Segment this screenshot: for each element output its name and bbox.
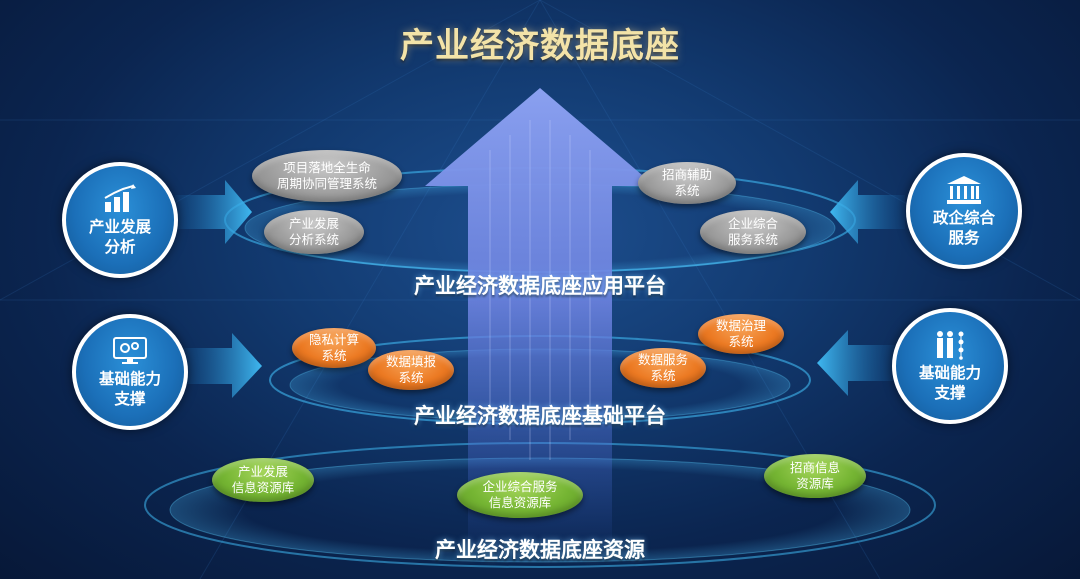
circle-label: 基础能力 支撑 xyxy=(98,369,161,408)
bubble-invest-db: 招商信息 资源库 xyxy=(764,454,866,498)
bubble-label: 招商辅助 系统 xyxy=(661,167,712,198)
circle-basic-support-left: 基础能力 支撑 xyxy=(72,314,188,430)
arrow-right-upper xyxy=(830,180,905,244)
gear-monitor-icon xyxy=(113,336,147,364)
bubble-label: 招商信息 资源库 xyxy=(789,460,840,491)
circle-label: 产业发展 分析 xyxy=(88,217,151,256)
government-building-icon xyxy=(947,175,981,204)
circle-gov-service: 政企综合 服务 xyxy=(906,153,1022,269)
page-title: 产业经济数据底座 xyxy=(400,26,680,66)
bubble-privacy-computing: 隐私计算 系统 xyxy=(292,328,376,368)
bubble-label: 产业发展 信息资源库 xyxy=(231,464,295,495)
bubble-enterprise-db: 企业综合服务 信息资源库 xyxy=(457,472,583,518)
central-up-arrow xyxy=(425,88,655,560)
bubble-invest-assist: 招商辅助 系统 xyxy=(638,162,736,204)
arrow-right-lower xyxy=(817,330,895,396)
circle-basic-support-right: 基础能力 支撑 xyxy=(892,308,1008,424)
basic-platform-label: 产业经济数据底座基础平台 xyxy=(414,404,666,428)
bubble-label: 数据治理 系统 xyxy=(715,318,766,349)
bubble-industry-analysis-system: 产业发展 分析系统 xyxy=(264,210,364,254)
resource-platform-label: 产业经济数据底座资源 xyxy=(435,538,645,562)
circle-industry-analysis: 产业发展 分析 xyxy=(62,162,178,278)
arrow-left-lower xyxy=(182,333,262,398)
bubble-label: 数据填报 系统 xyxy=(385,354,436,385)
circle-label: 基础能力 支撑 xyxy=(918,363,981,402)
bubble-label: 数据服务 系统 xyxy=(637,352,688,383)
bubble-enterprise-service: 企业综合 服务系统 xyxy=(700,210,806,254)
bubble-industry-db: 产业发展 信息资源库 xyxy=(212,458,314,502)
bubble-label: 产业发展 分析系统 xyxy=(288,216,339,247)
bar-chart-icon xyxy=(104,183,136,212)
bubble-label: 项目落地全生命 周期协同管理系统 xyxy=(276,160,377,191)
bubble-label: 隐私计算 系统 xyxy=(308,332,359,363)
bubble-label: 企业综合 服务系统 xyxy=(727,216,778,247)
bubble-project-lifecycle: 项目落地全生命 周期协同管理系统 xyxy=(252,150,402,202)
circle-label: 政企综合 服务 xyxy=(932,208,995,247)
application-platform-label: 产业经济数据底座应用平台 xyxy=(414,274,666,298)
bubble-data-governance: 数据治理 系统 xyxy=(698,314,784,354)
people-network-icon xyxy=(937,330,964,360)
bubble-label: 企业综合服务 信息资源库 xyxy=(482,479,558,510)
bubble-data-service: 数据服务 系统 xyxy=(620,348,706,388)
bubble-data-fill: 数据填报 系统 xyxy=(368,350,454,390)
arrow-left-upper xyxy=(175,180,252,244)
